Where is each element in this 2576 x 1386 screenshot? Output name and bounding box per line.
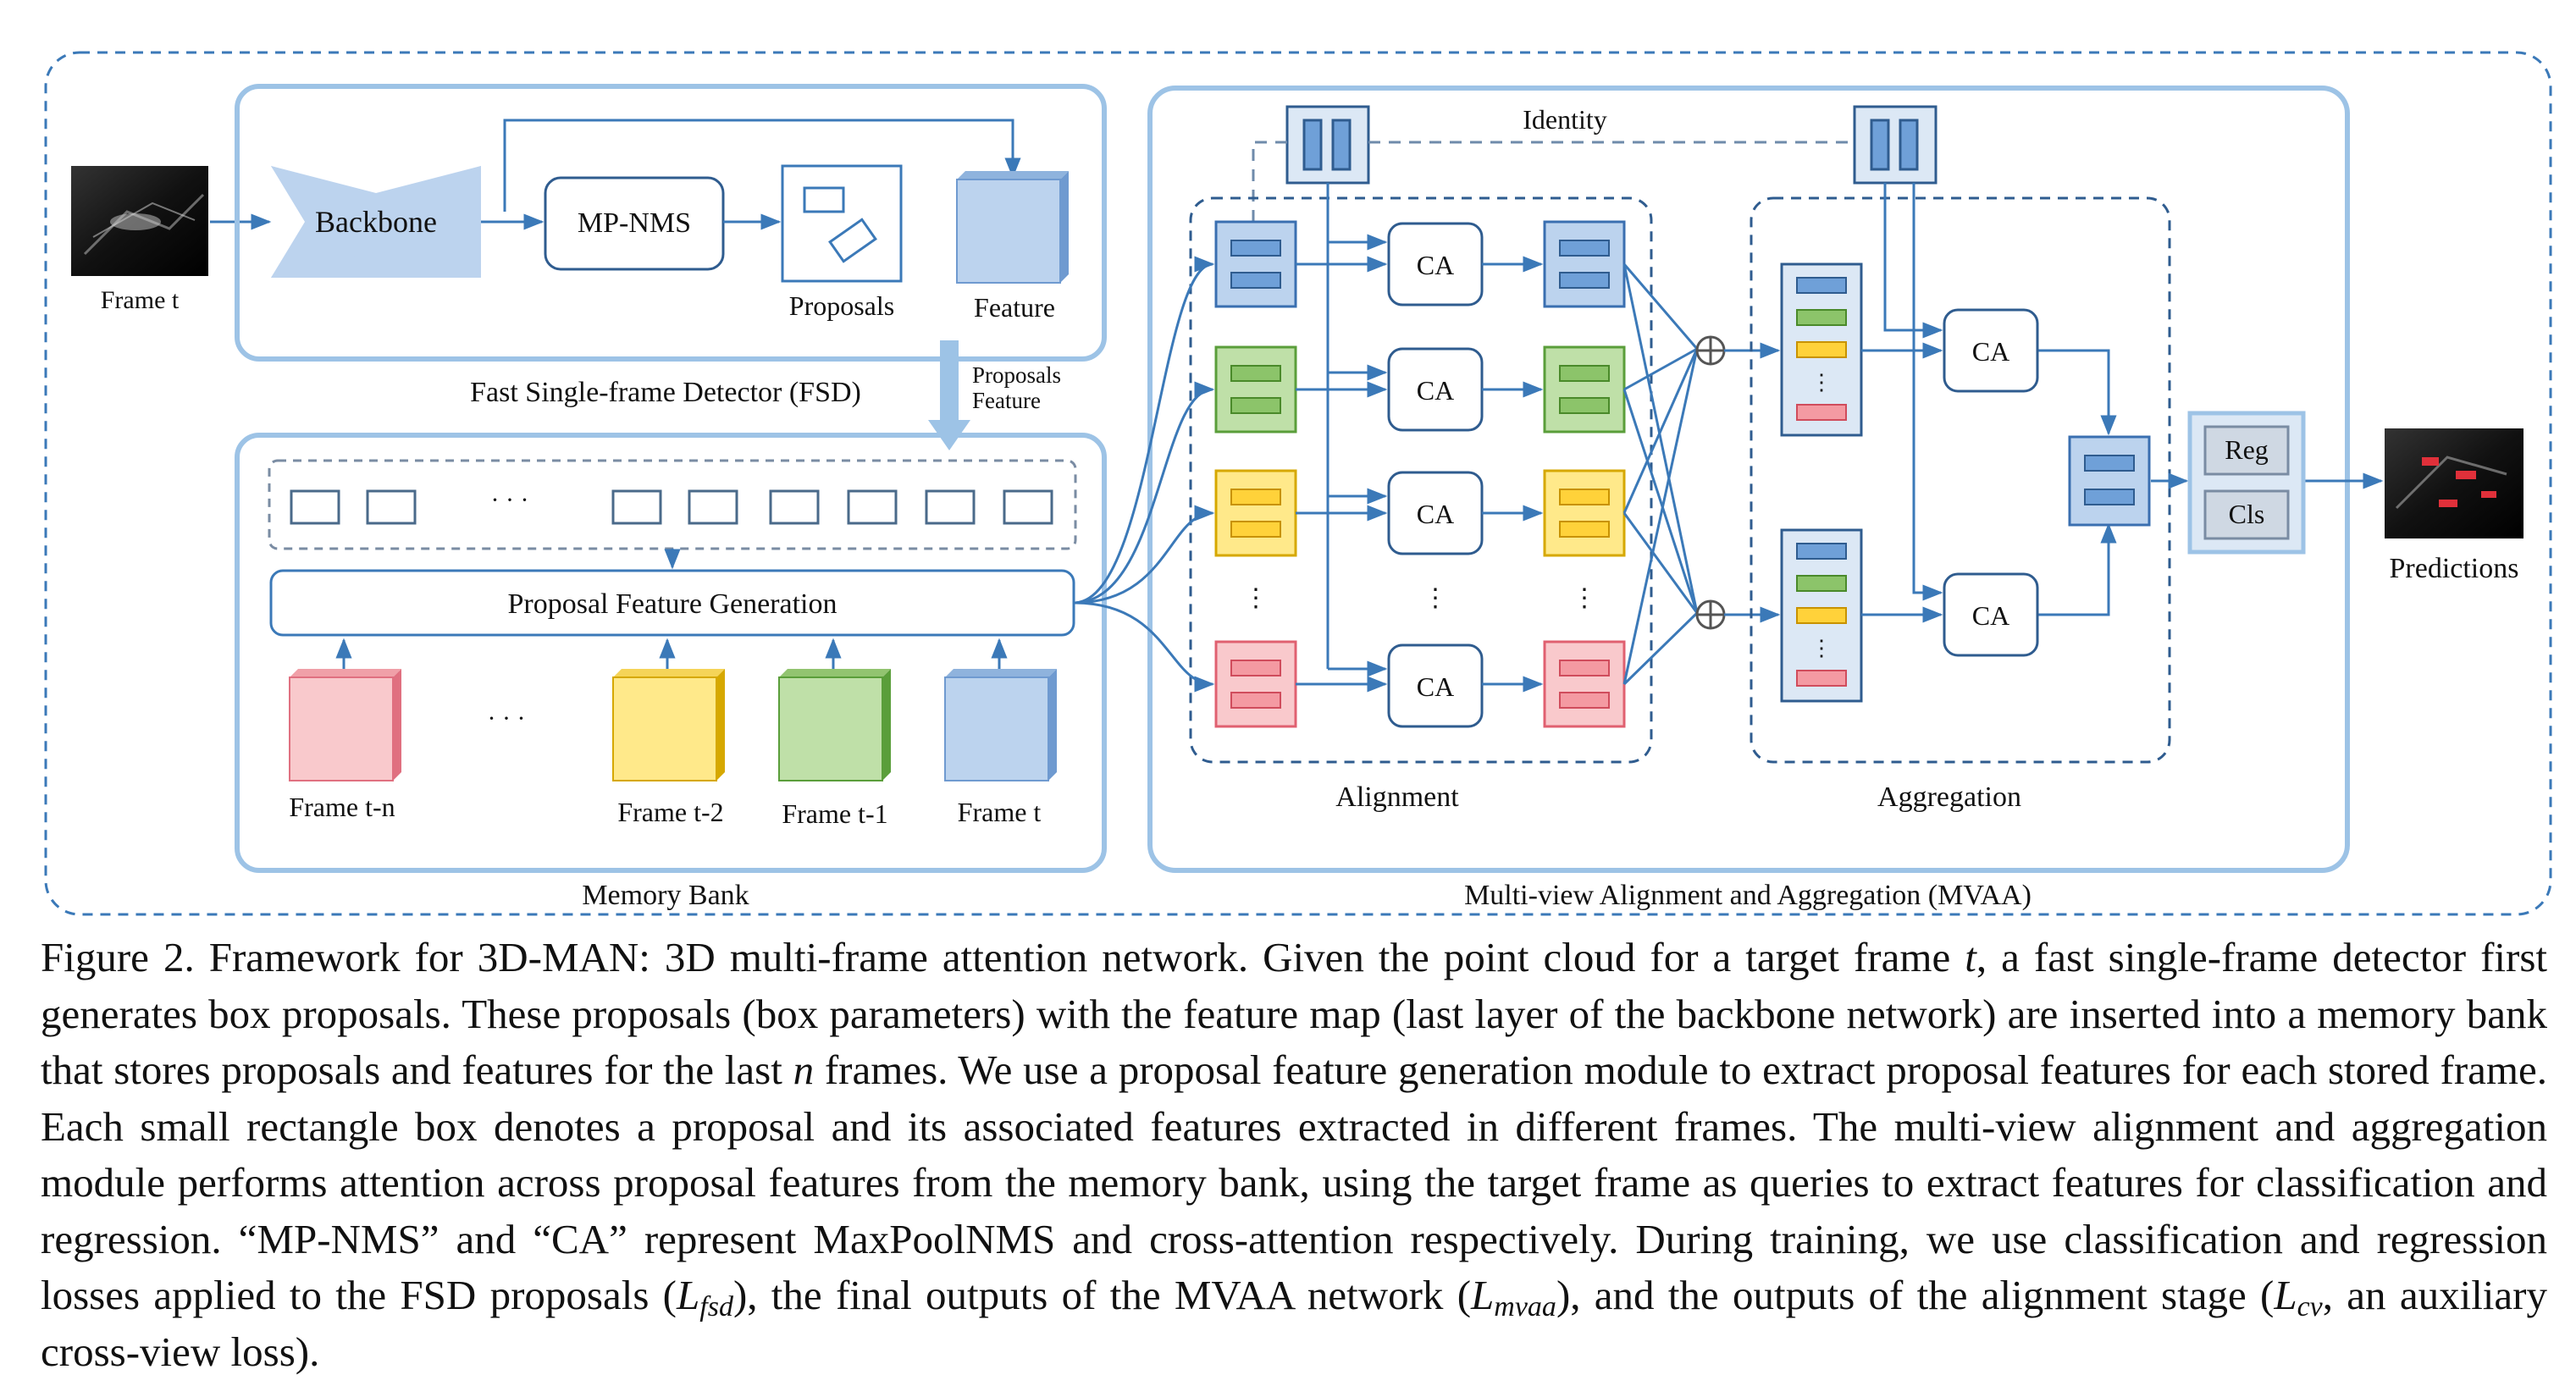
feature-label: Feature (974, 292, 1055, 323)
align-block-blue-left (1214, 220, 1297, 308)
caption-loss-cv-L: L (2274, 1272, 2297, 1318)
frame-cube-t-n (289, 669, 401, 781)
align-ca-boxes (1387, 222, 1484, 728)
input-frame-image (71, 166, 208, 276)
aggregation-box (1750, 196, 2171, 764)
frame-label-t-2: Frame t-2 (617, 797, 723, 827)
align-block-green-left (1214, 345, 1297, 433)
mpnms-box (544, 176, 725, 271)
align-block-red-right (1543, 640, 1626, 728)
align-vdots-right: ⋮ (1572, 584, 1597, 612)
caption-text-5: ), and the outputs of the alignment stag… (1556, 1272, 2275, 1318)
backbone-shape-body (271, 166, 481, 278)
identity-block-left (1285, 105, 1370, 185)
proposal-rect-1 (803, 186, 845, 213)
caption-text-1: Given the point cloud for a target frame (1248, 934, 1965, 980)
caption-var-t: t (1965, 934, 1976, 980)
caption-text-6: , an auxiliary cross-view loss). (41, 1272, 2547, 1375)
align-block-green-right (1543, 345, 1626, 433)
caption-loss-fsd-sub: fsd (699, 1291, 733, 1322)
frame-cube-arrows (335, 638, 1008, 669)
caption-text-4: ), the final outputs of the MVAA network… (732, 1272, 1472, 1318)
identity-label: Identity (1523, 104, 1607, 135)
align-ca-label-3: CA (1417, 499, 1454, 529)
caption-figure-label: Figure 2. Framework for 3D-MAN: 3D multi… (41, 934, 1249, 980)
head-block (2187, 411, 2306, 555)
caption-loss-mvaa-L: L (1471, 1272, 1495, 1318)
proposals-box (781, 164, 903, 283)
align-block-yellow-left (1214, 469, 1297, 557)
align-ca-label-1: CA (1417, 250, 1454, 280)
frame-cubes-ellipsis: · · · (488, 704, 526, 732)
mvaa-box (1147, 86, 2350, 873)
memory-slots-ellipsis: · · · (491, 486, 529, 514)
transfer-label-line1: Proposals (972, 362, 1061, 388)
caption-loss-fsd-L: L (677, 1272, 700, 1318)
identity-block-right (1853, 105, 1938, 185)
caption-loss-mvaa-sub: mvaa (1494, 1291, 1556, 1322)
frame-label-t-1: Frame t-1 (782, 798, 887, 829)
agg-stack-top-vdots: ⋮ (1810, 370, 1832, 395)
proposals-label: Proposals (789, 290, 894, 321)
caption-loss-cv-sub: cv (2297, 1291, 2323, 1322)
merged-block (2068, 435, 2151, 527)
alignment-box (1189, 196, 1653, 764)
aggregation-label: Aggregation (1877, 781, 2021, 813)
align-block-yellow-right (1543, 469, 1626, 557)
proposal-rect-2 (828, 218, 877, 263)
query-lines (1296, 183, 1388, 693)
caption-text-3: frames. We use a proposal feature genera… (41, 1046, 2548, 1318)
agg-ca-label-2: CA (1972, 600, 2009, 631)
pfg-label: Proposal Feature Generation (508, 588, 837, 620)
predictions-image (2385, 428, 2523, 538)
align-ca-label-4: CA (1417, 671, 1454, 702)
figure-caption: Figure 2. Framework for 3D-MAN: 3D multi… (41, 930, 2547, 1380)
sum-node-top (1695, 335, 1726, 366)
reg-label: Reg (2225, 434, 2269, 465)
sum-node-bottom (1695, 599, 1726, 630)
agg-stack-bottom-vdots: ⋮ (1810, 636, 1832, 660)
align-vdots-mid: ⋮ (1423, 584, 1448, 612)
align-ca-label-2: CA (1417, 375, 1454, 406)
outer-frame (44, 51, 2552, 916)
memory-bank-box (235, 433, 1107, 873)
cls-label: Cls (2229, 499, 2265, 529)
agg-stack-bottom (1780, 528, 1863, 703)
identity-dashed-line (1252, 141, 1855, 222)
agg-arrows (1861, 183, 2384, 623)
framework-diagram: Frame t Backbone MP-NMS Proposals Featur… (44, 51, 2552, 916)
mvaa-title: Multi-view Alignment and Aggregation (MV… (1464, 880, 2032, 911)
alignment-label: Alignment (1335, 781, 1459, 813)
frame-label-t: Frame t (958, 797, 1042, 827)
caption-var-n: n (793, 1046, 815, 1093)
frame-label-t-n: Frame t-n (289, 792, 395, 822)
align-block-blue-right (1543, 220, 1626, 308)
agg-ca-label-1: CA (1972, 336, 2009, 367)
fsd-box (235, 84, 1107, 362)
frame-cube-t-1 (778, 669, 891, 781)
backbone-label: Backbone (315, 205, 437, 239)
mpnms-label: MP-NMS (578, 207, 691, 239)
cross-lines (1622, 263, 1699, 686)
predictions-label: Predictions (2390, 553, 2519, 584)
feature-cube (956, 171, 1069, 284)
arrow-backbone-to-feature (503, 119, 1021, 212)
agg-ca-boxes (1943, 308, 2039, 657)
frame-cube-t (944, 669, 1057, 781)
fsd-title: Fast Single-frame Detector (FSD) (470, 377, 861, 408)
frame-t-input-label: Frame t (101, 286, 180, 314)
transfer-arrow-shaft (940, 340, 959, 425)
ca-to-right-arrows (1482, 256, 1544, 693)
caption-text-2: , a fast single-frame detector first gen… (41, 934, 2548, 1093)
memory-bank-title: Memory Bank (582, 880, 749, 911)
frame-cube-t-2 (612, 669, 725, 781)
agg-stack-top (1780, 262, 1863, 437)
align-block-red-left (1214, 640, 1297, 728)
pfg-to-alignment-arrows (1073, 256, 1215, 693)
transfer-label-line2: Feature (972, 388, 1041, 413)
memory-slots (290, 489, 1053, 525)
memory-slots-dashed (268, 459, 1077, 550)
align-vdots-left: ⋮ (1243, 584, 1269, 612)
